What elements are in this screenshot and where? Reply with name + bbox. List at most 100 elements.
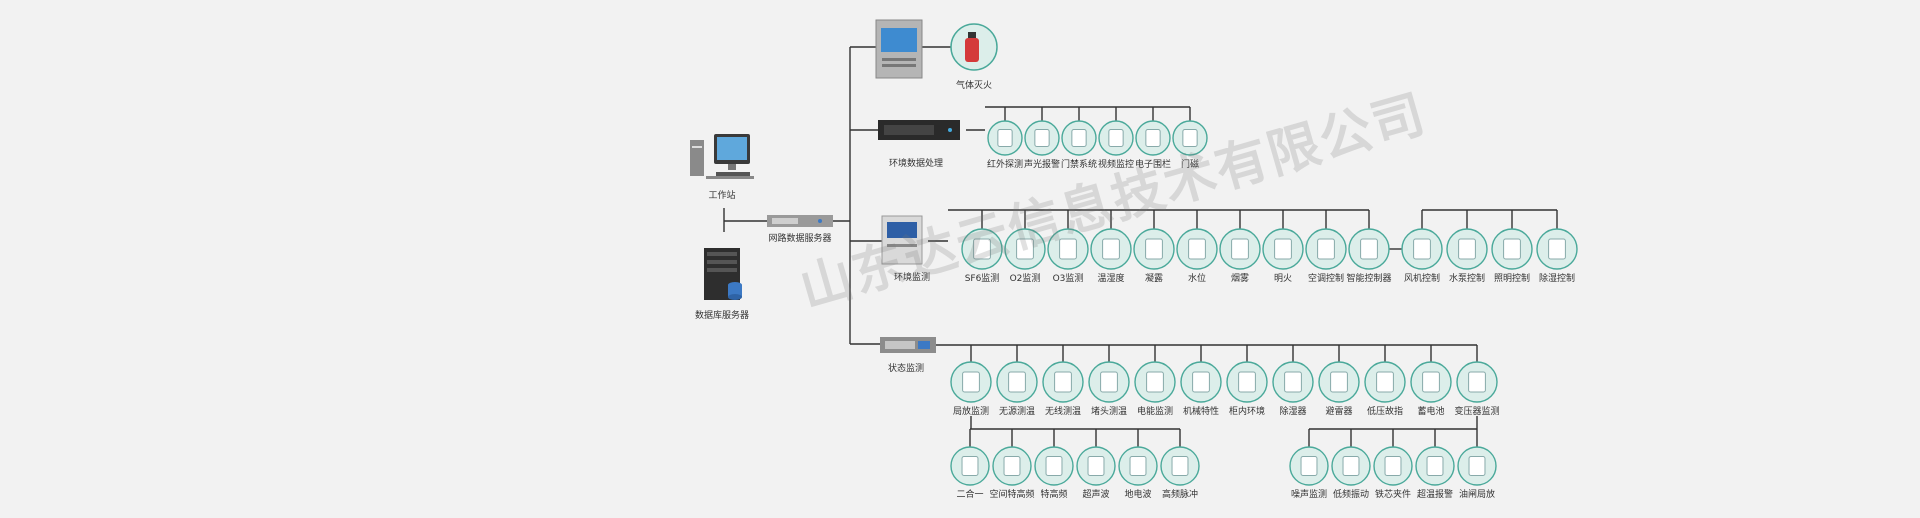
control-sensor-1: 风机控制 [1401, 228, 1443, 284]
device-icon [1054, 371, 1072, 393]
device-icon [1231, 238, 1249, 260]
status-label: 除湿器 [1279, 405, 1306, 417]
workstation-icon [690, 134, 754, 179]
control-sensor-4: 除湿控制 [1536, 228, 1578, 284]
env-monitor-label: 环境监测 [894, 271, 930, 283]
status-label: 堵头测温 [1091, 405, 1127, 417]
device-icon [1146, 371, 1164, 393]
environment-label: O2监测 [1010, 272, 1041, 284]
status-sensor-6: 机械特性 [1180, 361, 1222, 417]
security-label: 门禁系统 [1061, 158, 1097, 170]
security-sensor-1: 红外探测 [987, 120, 1023, 170]
device-icon [1059, 238, 1077, 260]
device-icon [1171, 456, 1189, 476]
device-icon [1100, 371, 1118, 393]
security-sensor-3: 门禁系统 [1061, 120, 1097, 170]
device-icon [1300, 456, 1318, 476]
environment-label: 水位 [1188, 272, 1206, 284]
security-sensor-2: 声光报警 [1024, 120, 1060, 170]
transformer-sensor-1: 噪声监测 [1289, 446, 1329, 500]
status-sensor-5: 电能监测 [1134, 361, 1176, 417]
control-label: 照明控制 [1494, 272, 1530, 284]
environment-sensor-2: O2监测 [1004, 228, 1046, 284]
fire-control-panel-icon [875, 19, 923, 79]
control-label: 除湿控制 [1539, 272, 1575, 284]
device-icon [1360, 238, 1378, 260]
device-icon [1003, 456, 1021, 476]
control-label: 水泵控制 [1449, 272, 1485, 284]
status-sensor-2: 无源测温 [996, 361, 1038, 417]
transformer-sensor-2: 低频振动 [1331, 446, 1371, 500]
partial-discharge-label: 空间特高频 [989, 488, 1034, 500]
device-icon [1145, 238, 1163, 260]
environment-label: SF6监测 [965, 272, 1000, 284]
partial-discharge-sensor-5: 地电波 [1118, 446, 1158, 500]
environment-label: 凝露 [1145, 273, 1163, 284]
transformer-label: 铁芯夹件 [1375, 488, 1411, 500]
environment-sensor-4: 温湿度 [1090, 228, 1132, 284]
device-icon [1129, 456, 1147, 476]
device-icon [1422, 371, 1440, 393]
control-sensor-3: 照明控制 [1491, 228, 1533, 284]
control-label: 风机控制 [1404, 272, 1440, 284]
device-icon [1016, 238, 1034, 260]
partial-discharge-sensor-4: 超声波 [1076, 446, 1116, 500]
device-icon [1192, 371, 1210, 393]
device-icon [1503, 238, 1521, 260]
device-icon [1468, 371, 1486, 393]
device-icon [1548, 238, 1566, 260]
device-icon [1102, 238, 1120, 260]
device-icon [973, 238, 991, 260]
device-icon [962, 371, 980, 393]
fire-extinguish-label: 气体灭火 [956, 79, 992, 91]
status-sensor-9: 避雷器 [1318, 361, 1360, 417]
partial-discharge-sensor-2: 空间特高频 [989, 446, 1035, 500]
device-icon [1045, 456, 1063, 476]
transformer-label: 低频振动 [1333, 488, 1369, 500]
environment-sensor-6: 水位 [1176, 228, 1218, 284]
status-sensor-10: 低压故指 [1364, 361, 1406, 417]
device-icon [1087, 456, 1105, 476]
workstation-label: 工作站 [708, 189, 735, 201]
environment-label: 温湿度 [1097, 272, 1124, 284]
status-sensor-11: 蓄电池 [1410, 361, 1452, 417]
device-icon [1071, 129, 1087, 147]
environment-sensor-8: 明火 [1262, 228, 1304, 284]
status-sensor-1: 局放监测 [950, 361, 992, 417]
status-sensor-3: 无线测温 [1042, 361, 1084, 417]
security-label: 电子围栏 [1135, 158, 1171, 170]
device-icon [1034, 129, 1050, 147]
status-label: 避雷器 [1325, 405, 1352, 417]
device-icon [1317, 238, 1335, 260]
status-label: 电能监测 [1137, 405, 1173, 417]
env-processing-label: 环境数据处理 [889, 157, 943, 169]
device-icon [1330, 371, 1348, 393]
status-label: 局放监测 [953, 405, 989, 417]
environment-sensor-9: 空调控制 [1305, 228, 1347, 284]
control-sensor-2: 水泵控制 [1446, 228, 1488, 284]
environment-sensor-1: SF6监测 [961, 228, 1003, 284]
transformer-sensor-4: 超温报警 [1415, 446, 1455, 500]
environment-label: 智能控制器 [1346, 272, 1391, 284]
env-data-switch-icon [878, 120, 960, 140]
partial-discharge-sensor-1: 二合一 [950, 446, 990, 500]
status-label: 机械特性 [1183, 405, 1219, 417]
status-label: 变压器监测 [1454, 405, 1499, 417]
device-icon [1468, 456, 1486, 476]
device-icon [1145, 129, 1161, 147]
status-label: 无源测温 [999, 406, 1035, 417]
transformer-sensor-5: 油闸局放 [1457, 446, 1497, 500]
partial-discharge-label: 特高频 [1040, 488, 1067, 500]
device-icon [1458, 238, 1476, 260]
transformer-label: 油闸局放 [1459, 488, 1495, 500]
partial-discharge-label: 超声波 [1082, 488, 1109, 500]
device-icon [997, 129, 1013, 147]
device-icon [961, 456, 979, 476]
device-icon [1108, 129, 1124, 147]
database-server-icon [704, 248, 742, 300]
device-icon [1284, 371, 1302, 393]
security-sensor-5: 电子围栏 [1135, 120, 1171, 170]
status-monitor-label: 状态监测 [888, 362, 924, 374]
